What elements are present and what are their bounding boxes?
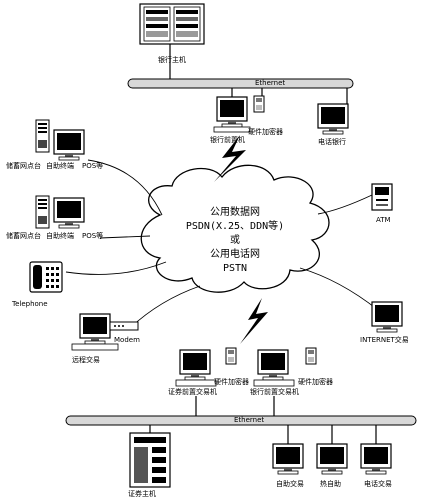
securities-frontend-computer (175, 349, 217, 387)
lightning-bolt-bottom (240, 298, 268, 344)
self-trading-2-label: 热自助 (320, 480, 341, 488)
top-bus-label: Ethernet (255, 79, 286, 87)
bottom-bus-label: Ethernet (234, 416, 265, 424)
phone-trading-computer (360, 443, 392, 475)
bank-frontend-trading-computer (253, 349, 295, 387)
internet-trading-computer (371, 301, 403, 333)
counter-terminal-1 (35, 119, 50, 153)
mid-encryptor-2-label: 硬件加密器 (298, 378, 333, 386)
self-trading-computer-2 (316, 443, 348, 475)
cloud-line-2: PSDN(X.25、DDN等) (185, 221, 285, 232)
mid-encryptor-1-label: 硬件加密器 (214, 378, 249, 386)
phone-banking-label: 电话银行 (318, 138, 346, 146)
selfservice-2-label: 自助终端 (46, 232, 74, 240)
phone-trading-label: 电话交易 (364, 480, 392, 488)
bank-host-server (139, 3, 205, 45)
counter-1-label: 储蓄网点台 (6, 162, 41, 170)
remote-trading-computer (71, 313, 119, 351)
atm-label: ATM (376, 216, 391, 224)
telephone-icon (29, 261, 63, 293)
telephone-label: Telephone (12, 300, 48, 308)
cloud-line-5: PSTN (222, 263, 248, 274)
bank-frontend2-label: 银行前置交易机 (250, 388, 299, 396)
bank-host-label: 银行主机 (158, 56, 186, 64)
phone-banking-computer (317, 103, 349, 135)
selfservice-terminal-1 (53, 129, 85, 161)
securities-host-server (129, 432, 171, 488)
mid-encryptor-2 (305, 347, 317, 365)
atm-icon (371, 183, 393, 211)
top-ethernet-bus (127, 43, 354, 104)
internet-trading-label: INTERNET交易 (360, 336, 409, 344)
cloud-line-1: 公用数据网 (210, 207, 260, 218)
modem-label: Modem (114, 336, 140, 344)
self-trading-1-label: 自助交易 (276, 480, 304, 488)
selfservice-terminal-2 (53, 197, 85, 229)
selfservice-1-label: 自助终端 (46, 162, 74, 170)
bank-frontend-label: 银行前置机 (210, 136, 245, 144)
mid-encryptor-1 (225, 347, 237, 365)
counter-2-label: 储蓄网点台 (6, 232, 41, 240)
securities-host-label: 证券主机 (128, 490, 156, 498)
top-encryptor (253, 95, 265, 113)
cloud-line-4: 公用电话网 (210, 249, 260, 260)
bottom-ethernet-bus (65, 396, 417, 444)
pos-2-label: POS等 (82, 232, 104, 240)
securities-frontend-label: 证券前置交易机 (168, 388, 217, 396)
self-trading-computer-1 (272, 443, 304, 475)
cloud-line-3: 或 (230, 235, 240, 246)
counter-terminal-2 (35, 195, 50, 229)
top-encryptor-label: 硬件加密器 (248, 128, 283, 136)
cloud-network (140, 164, 330, 293)
pos-1-label: POS等 (82, 162, 104, 170)
bank-frontend-computer (213, 96, 251, 133)
modem-icon (109, 321, 139, 331)
remote-trading-label: 远程交易 (72, 356, 100, 364)
